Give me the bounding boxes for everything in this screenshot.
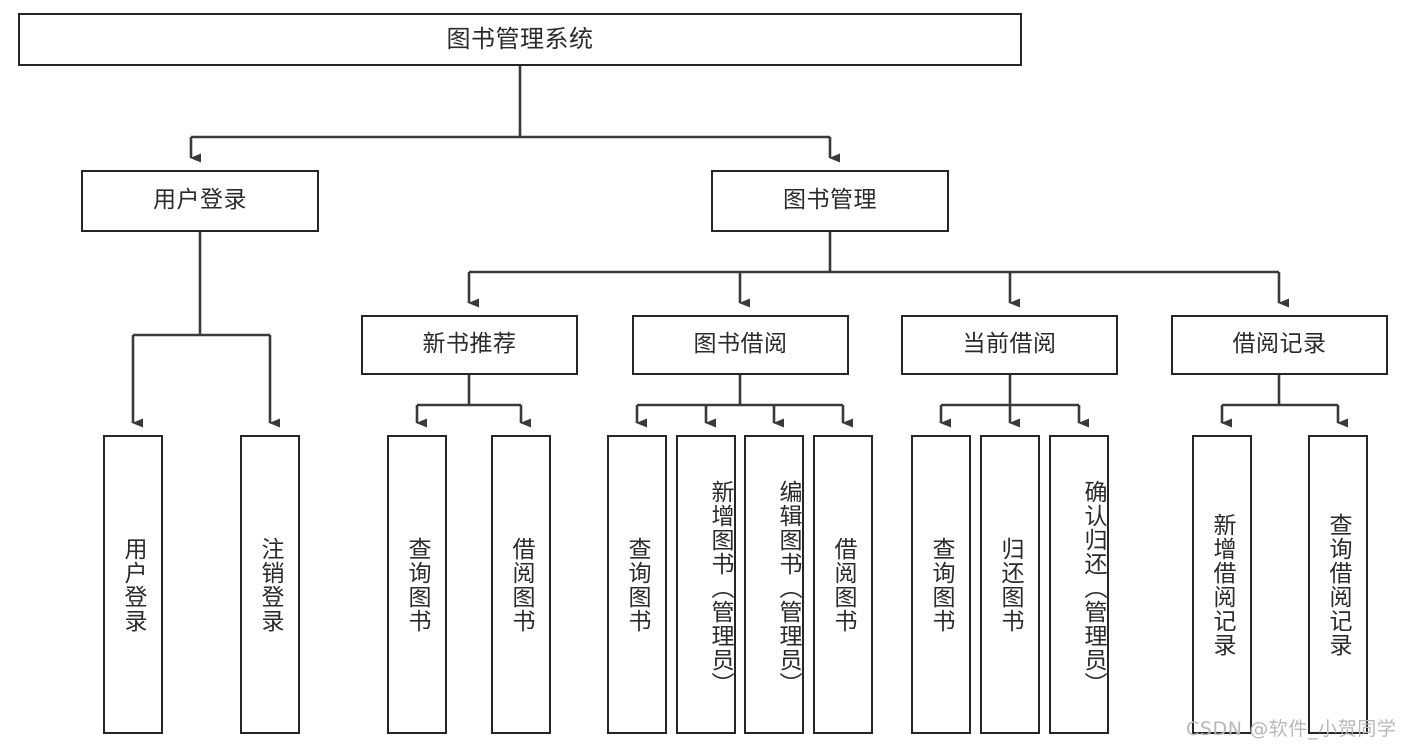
- node-user-login[interactable]: 用户登录: [81, 170, 319, 232]
- leaf-borrow-book[interactable]: 借阅图书: [813, 435, 873, 734]
- leaf-query-book-recommend[interactable]: 查询图书: [387, 435, 447, 734]
- leaf-query-book-current[interactable]: 查询图书: [911, 435, 971, 734]
- node-root-book-management-system[interactable]: 图书管理系统: [18, 13, 1022, 66]
- leaf-add-borrow-record[interactable]: 新增借阅记录: [1192, 435, 1252, 734]
- node-borrow-record[interactable]: 借阅记录: [1171, 315, 1388, 375]
- csdn-watermark: CSDN @软件_小贺同学: [1186, 718, 1397, 740]
- leaf-return-book[interactable]: 归还图书: [980, 435, 1040, 734]
- node-book-borrow[interactable]: 图书借阅: [632, 315, 849, 375]
- leaf-add-book-admin[interactable]: 新增图书（管理员）: [676, 435, 736, 734]
- leaf-confirm-return-admin[interactable]: 确认归还（管理员）: [1049, 435, 1109, 734]
- node-book-management[interactable]: 图书管理: [711, 170, 949, 232]
- leaf-query-book-borrow[interactable]: 查询图书: [607, 435, 667, 734]
- node-current-borrow[interactable]: 当前借阅: [901, 315, 1118, 375]
- leaf-logout[interactable]: 注销登录: [240, 435, 300, 734]
- leaf-query-borrow-record[interactable]: 查询借阅记录: [1308, 435, 1368, 734]
- node-new-book-recommend[interactable]: 新书推荐: [361, 315, 578, 375]
- leaf-borrow-book-recommend[interactable]: 借阅图书: [491, 435, 551, 734]
- leaf-edit-book-admin[interactable]: 编辑图书（管理员）: [744, 435, 804, 734]
- leaf-user-login[interactable]: 用户登录: [103, 435, 163, 734]
